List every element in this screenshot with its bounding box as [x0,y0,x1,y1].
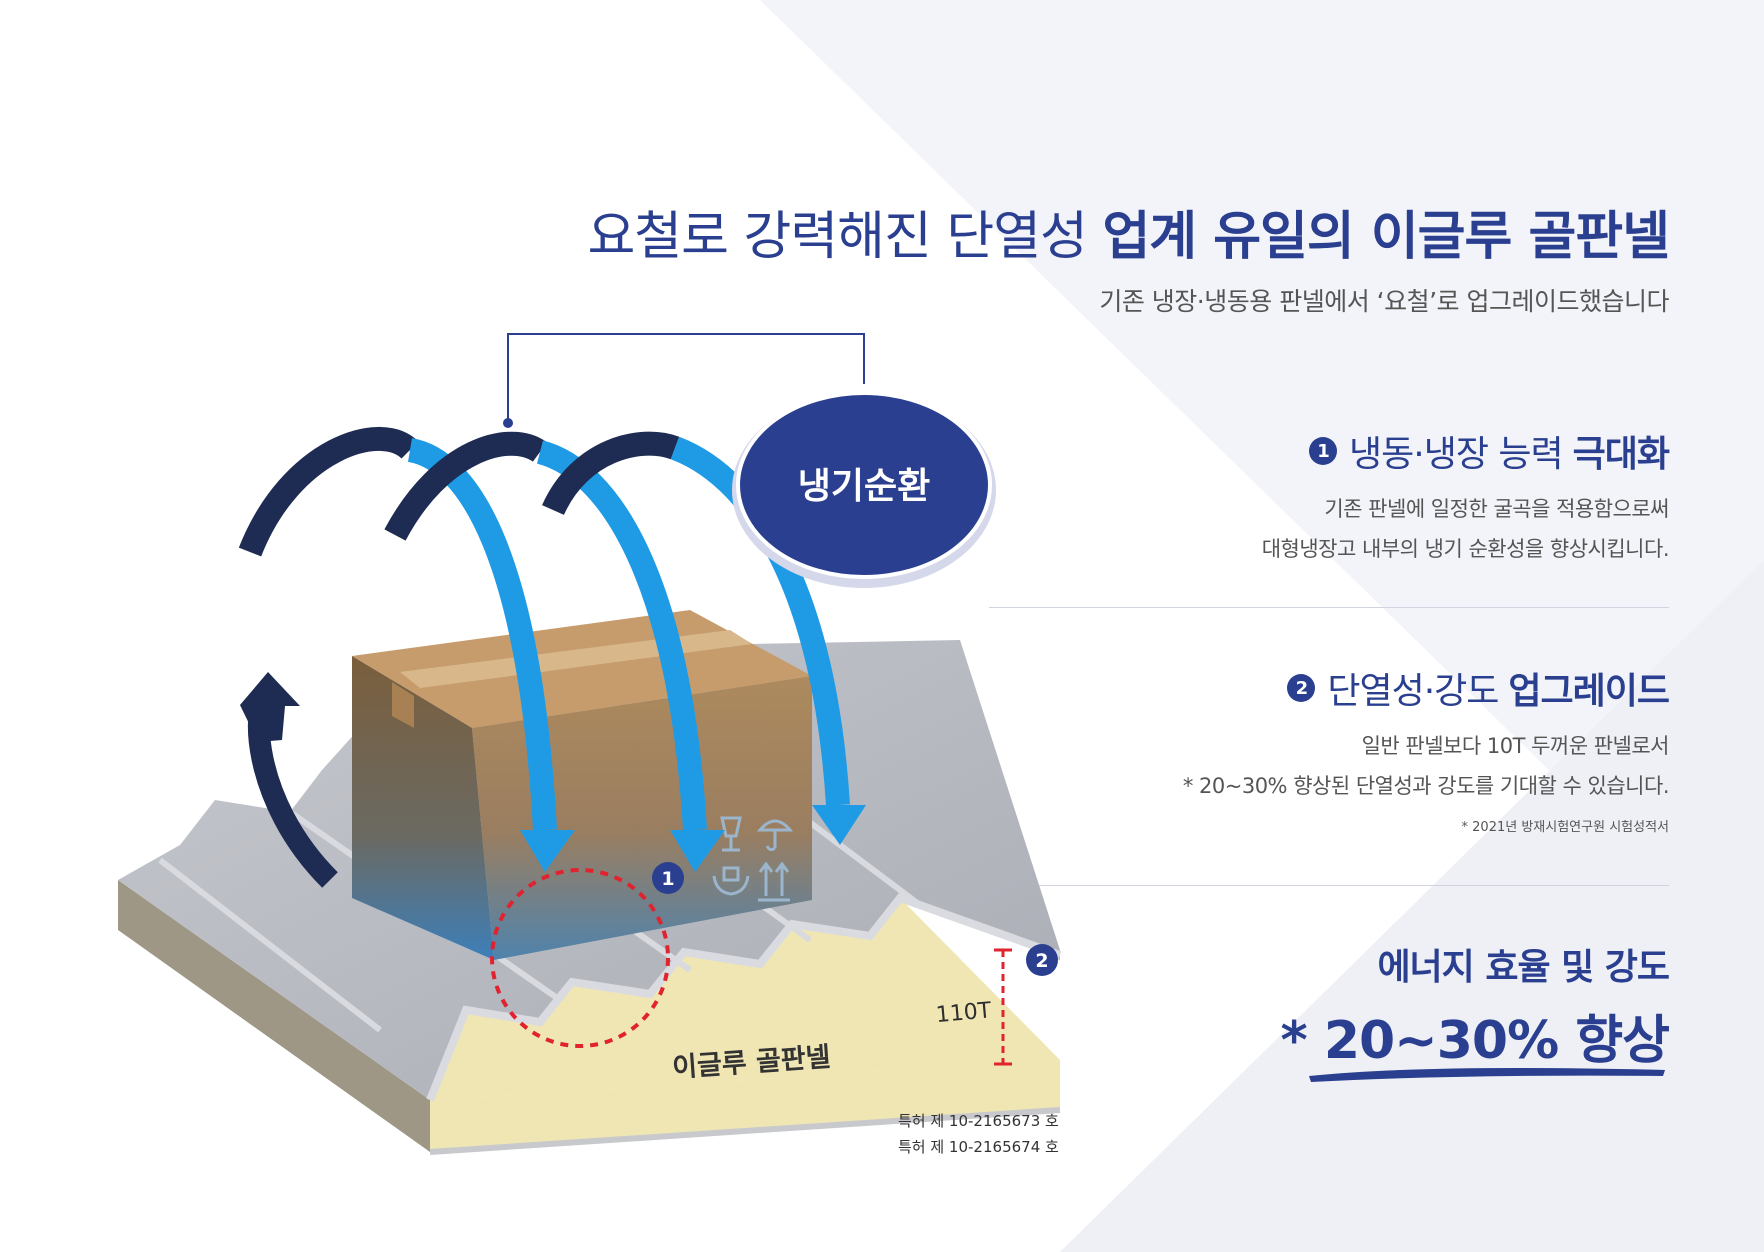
page-subtitle: 기존 냉장·냉동용 판넬에서 ‘요철’로 업그레이드했습니다 [1099,287,1669,316]
box-front-face [472,676,812,960]
connector-line [507,333,865,420]
feature-2-number-badge: 2 [1287,674,1316,702]
cyan-arrow-2-head [670,830,725,872]
cyan-arrow-3-back [542,431,680,516]
feature-2-description: 일반 판넬보다 10T 두꺼운 판넬로서 * 20~30% 향상된 단열성과 강… [1182,726,1670,806]
panel-illustration: 110T 이글루 골판넬 1 2 냉기순환 [118,333,1062,1155]
feature-2-desc-line2: * 20~30% 향상된 단열성과 강도를 기대할 수 있습니다. [1182,774,1670,798]
thickness-label: 110T [935,998,993,1028]
connector-dot [503,418,513,428]
feature-1: 1 냉동·냉장 능력 극대화 기존 판넬에 일정한 굴곡을 적용함으로써 대형냉… [1261,425,1670,569]
feature-1-desc-line2: 대형냉장고 내부의 냉기 순환성을 향상시킵니다. [1261,537,1670,561]
marker-2-circle [1026,944,1058,976]
cyan-arrow-2-back [384,431,548,541]
patent-number-1: 특허 제 10-2165673 호 [898,1112,1059,1130]
feature-2-heading-normal: 단열성·강도 [1327,671,1499,712]
feature-1-heading-bold: 극대화 [1572,434,1670,475]
feature-1-desc-line1: 기존 판넬에 일정한 굴곡을 적용함으로써 [1324,497,1669,521]
panel-bottom-edge [429,1107,1061,1155]
page-title: 요철로 강력해진 단열성 업계 유일의 이글루 골판넬 [587,194,1670,269]
panel-ridge-1 [158,857,382,1033]
feature-1-heading: 1 냉동·냉장 능력 극대화 [1262,425,1670,477]
cyan-arrow-1-head [520,830,575,872]
panel-foam-corrugation [430,898,1060,1100]
cyan-arrow-3-head [812,805,866,845]
this-way-up-icon [758,861,790,902]
cyan-arrow-2 [536,440,707,831]
umbrella-icon [756,819,794,852]
page-title-part1: 요철로 강력해진 단열성 [587,207,1087,267]
brush-underline [1309,1068,1665,1082]
handle-with-care-icon [712,866,750,896]
patent-number-2: 특허 제 10-2165674 호 [898,1138,1059,1156]
feature-1-description: 기존 판넬에 일정한 굴곡을 적용함으로써 대형냉장고 내부의 냉기 순환성을 … [1261,489,1670,569]
dark-arrow-head [240,672,300,742]
feature-2-footnote: * 2021년 방재시험연구원 시험성적서 [1461,820,1669,835]
page-title-part2: 업계 유일의 이글루 골판넬 [1102,207,1670,267]
cyan-arrow-1 [407,438,557,831]
feature-2-heading: 2 단열성·강도 업그레이드 [1183,662,1670,714]
cyan-arrow-1-back [238,426,419,557]
thickness-dimension [994,948,1012,1066]
feature-2-heading-bold: 업그레이드 [1508,671,1670,712]
panel-foam-face [430,1060,1060,1152]
divider-1 [989,607,1669,608]
corrugation-highlight-circle [490,868,670,1048]
feature-1-heading-normal: 냉동·냉장 능력 [1349,434,1564,475]
cold-air-bubble [736,391,992,579]
panel-left-face [118,880,430,1152]
energy-heading: 에너지 효율 및 강도 [1377,947,1670,988]
box-left-face [352,656,494,960]
marker-2-label: 2 [1035,950,1048,972]
energy-highlight-value: * 20~30% 향상 [1280,1011,1670,1071]
feature-1-number-badge: 1 [1309,437,1338,465]
divider-2 [989,885,1669,886]
cold-air-bubble-label: 냉기순환 [798,466,930,507]
marker-1-circle [652,862,684,894]
marker-1-label: 1 [661,868,674,890]
box-flap [392,682,414,728]
feature-2-desc-line1: 일반 판넬보다 10T 두꺼운 판넬로서 [1361,734,1670,758]
feature-2: 2 단열성·강도 업그레이드 일반 판넬보다 10T 두꺼운 판넬로서 * 20… [1182,662,1670,835]
